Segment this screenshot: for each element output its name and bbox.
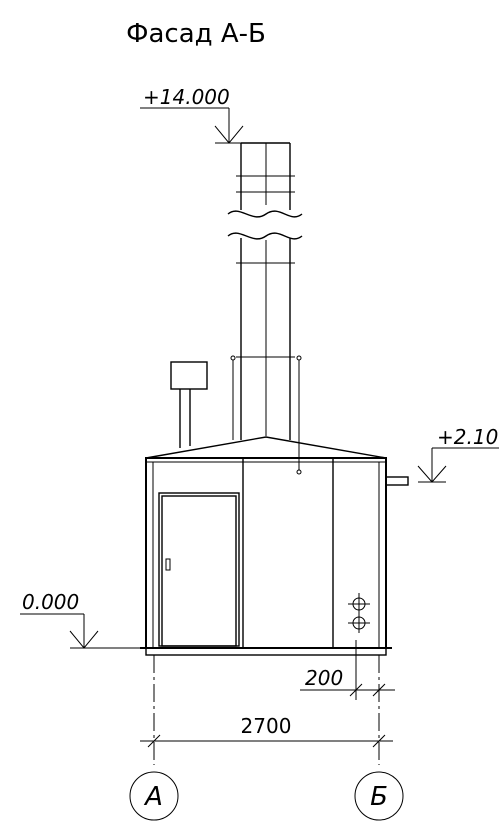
- elevation-label-ground: 0.000: [22, 590, 79, 614]
- dimension-label-200: 200: [305, 666, 343, 690]
- dimension-200: 200: [300, 640, 395, 700]
- drawing-title: Фасад А-Б: [126, 19, 266, 49]
- axis-bubble-b: Б: [354, 771, 404, 821]
- side-pipe: [385, 476, 409, 486]
- chimney: [227, 142, 303, 440]
- elevation-label-top: +14.000: [143, 85, 230, 109]
- pipe-fittings: [348, 593, 370, 633]
- dimension-2700: 2700: [140, 714, 393, 748]
- axis-label-a: А: [143, 782, 163, 812]
- elevation-mark-top: +14.000: [140, 85, 244, 144]
- vent-box: [170, 361, 208, 448]
- door: [158, 492, 240, 647]
- axis-label-b: Б: [370, 782, 388, 812]
- dimension-label-2700: 2700: [241, 714, 292, 738]
- lightning-rods: [230, 355, 302, 475]
- axis-bubble-a: А: [129, 771, 179, 821]
- elevation-mark-ground: 0.000: [20, 590, 140, 649]
- building-body: [140, 457, 392, 656]
- elevation-label-roof: +2.10: [437, 425, 498, 449]
- elevation-mark-roof: +2.10: [417, 425, 499, 483]
